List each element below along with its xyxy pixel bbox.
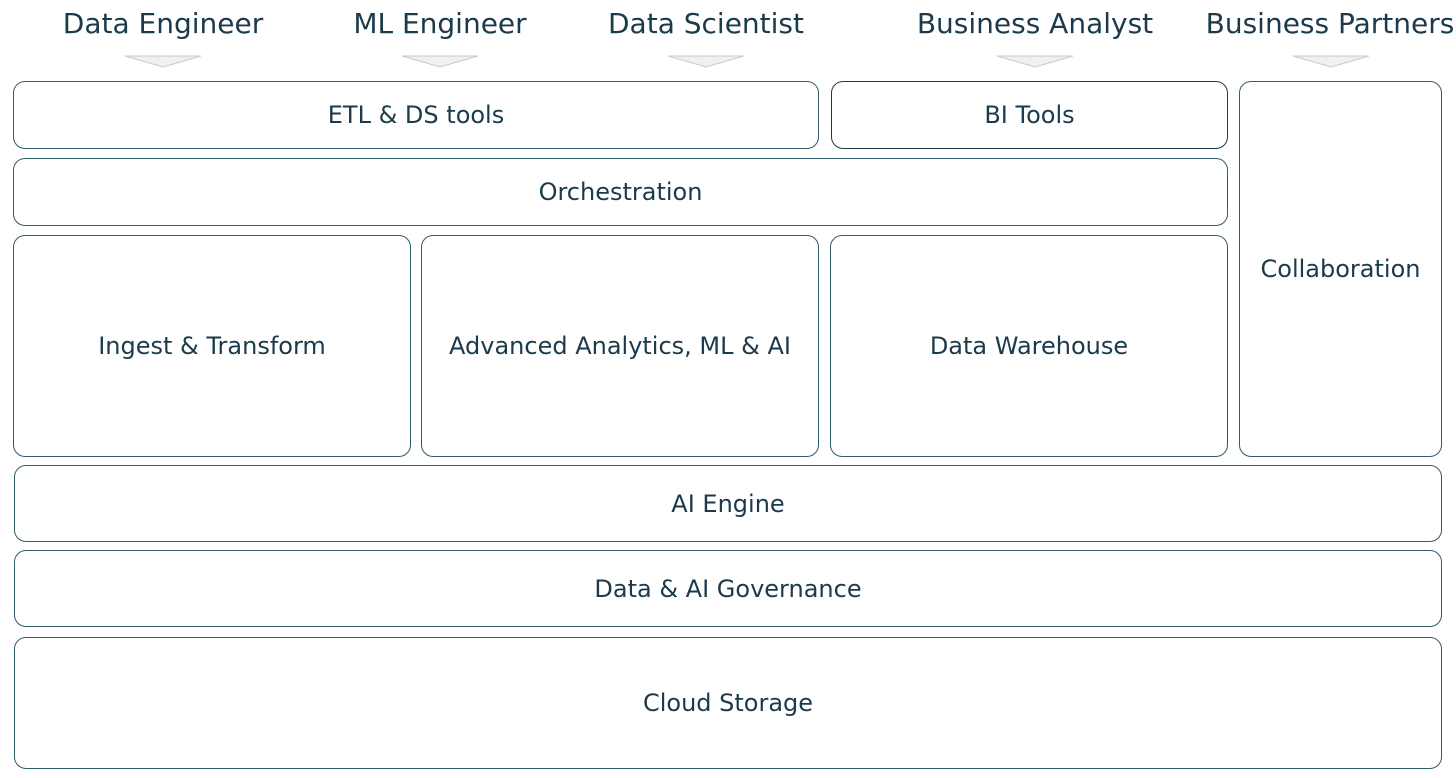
advanced-analytics-box: Advanced Analytics, ML & AI (421, 235, 819, 457)
collaboration-box: Collaboration (1239, 81, 1442, 457)
etl-ds-tools-box: ETL & DS tools (13, 81, 819, 149)
persona-ml-engineer: ML Engineer (353, 7, 527, 40)
ai-engine-box: AI Engine (14, 465, 1442, 542)
persona-data-scientist: Data Scientist (608, 7, 804, 40)
arrow-down-icon (1292, 55, 1370, 68)
arrow-down-icon (667, 55, 745, 68)
arrow-down-icon (124, 55, 202, 68)
orchestration-box: Orchestration (13, 158, 1228, 226)
ingest-transform-box: Ingest & Transform (13, 235, 411, 457)
persona-business-partners: Business Partners (1205, 7, 1455, 40)
bi-tools-box: BI Tools (831, 81, 1228, 149)
persona-data-engineer: Data Engineer (62, 7, 264, 40)
arrow-down-icon (401, 55, 479, 68)
persona-business-analyst: Business Analyst (916, 7, 1154, 40)
cloud-storage-box: Cloud Storage (14, 637, 1442, 769)
arrow-down-icon (996, 55, 1074, 68)
data-warehouse-box: Data Warehouse (830, 235, 1228, 457)
governance-box: Data & AI Governance (14, 550, 1442, 627)
